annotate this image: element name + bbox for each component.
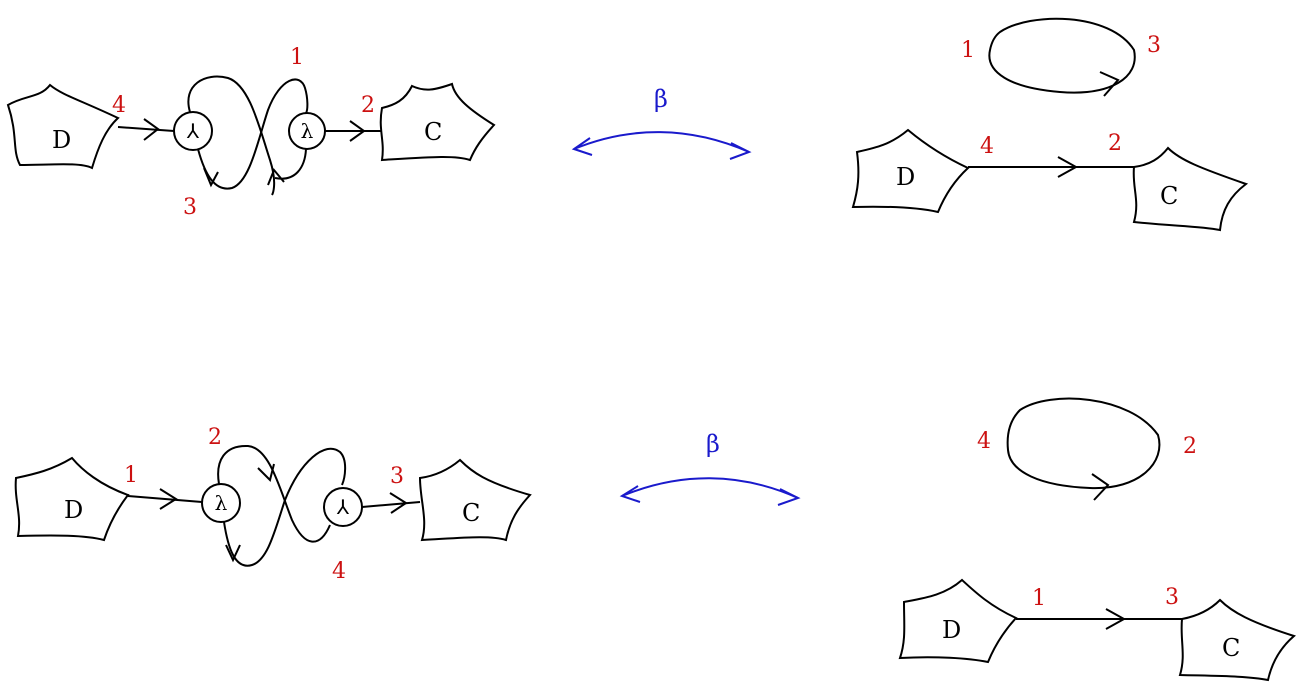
top-right-label-d: D (896, 163, 915, 191)
bottom-left-edge-3 (361, 501, 421, 508)
top-left-strand-2 (197, 78, 309, 190)
top-left-star-d (6, 83, 120, 170)
top-left-strand-3 (274, 148, 307, 180)
top-left-vertex-a (173, 111, 213, 151)
top-right-label-c: C (1160, 182, 1178, 210)
bottom-left-star-d (14, 456, 130, 542)
top-left-arrowhead-3 (203, 167, 219, 188)
bottom-left-diagram: D 1 λ 2 4 ⅄ 3 C (14, 425, 532, 584)
top-right-loop-arrowhead (1099, 71, 1120, 97)
top-left-star-c (379, 82, 496, 162)
bottom-beta-arc (621, 477, 799, 499)
top-left-vertex-a-symbol: ⅄ (186, 119, 200, 143)
bottom-left-label-1: 1 (124, 463, 138, 488)
top-right-label-4: 4 (980, 134, 994, 159)
bottom-left-vertex-a-symbol: λ (215, 491, 228, 515)
top-right-star-d (851, 128, 970, 214)
top-beta-arc (573, 131, 750, 153)
bottom-beta-head-right (777, 488, 801, 506)
bottom-beta-label: β (706, 430, 720, 458)
bottom-right-label-4: 4 (977, 429, 991, 454)
top-left-arrowhead-lower (267, 168, 285, 186)
bottom-left-label-c: C (462, 499, 480, 527)
top-beta-arrow: β (571, 85, 752, 160)
top-left-vertex-b-symbol: λ (301, 119, 314, 143)
top-left-arrowhead-4 (143, 118, 160, 141)
top-left-label-d: D (52, 126, 71, 154)
bottom-left-label-d: D (64, 496, 83, 524)
bottom-right-star-d (898, 578, 1018, 664)
top-left-diagram: D 4 ⅄ 1 3 λ 2 C (6, 45, 496, 220)
bottom-right-star-c (1178, 598, 1296, 682)
top-beta-label: β (654, 85, 668, 113)
bottom-right-diagram: 4 2 D 1 3 C (898, 397, 1296, 682)
top-right-star-c (1132, 146, 1249, 232)
bottom-right-loop (1006, 397, 1161, 490)
bottom-left-vertex-a (201, 483, 241, 523)
top-left-label-2: 2 (361, 93, 375, 118)
top-left-strand-1 (187, 75, 276, 196)
bottom-left-strand-2 (223, 447, 347, 567)
top-right-label-2: 2 (1108, 131, 1122, 156)
top-left-label-1: 1 (290, 45, 304, 70)
top-right-label-1: 1 (961, 38, 975, 63)
bottom-right-label-c: C (1222, 634, 1240, 662)
top-right-diagram: 1 3 D 4 2 C (851, 17, 1249, 232)
top-right-label-3: 3 (1147, 33, 1161, 58)
bottom-left-edge-1 (127, 495, 203, 503)
top-beta-head-left (571, 137, 593, 156)
top-left-label-3: 3 (183, 195, 197, 220)
bottom-right-label-3: 3 (1165, 585, 1179, 610)
top-left-arrowhead-2 (349, 120, 366, 142)
bottom-left-label-3: 3 (390, 464, 404, 489)
bottom-right-label-d: D (942, 616, 961, 644)
bottom-left-star-c (418, 458, 532, 542)
top-left-edge-4 (117, 126, 175, 132)
bottom-beta-arrow: β (619, 430, 801, 506)
bottom-beta-head-left (619, 485, 641, 503)
bottom-right-label-1: 1 (1032, 586, 1046, 611)
bottom-right-edge-arrowhead (1105, 608, 1127, 630)
bottom-left-label-2: 2 (208, 425, 222, 450)
bottom-left-arrowhead-3 (389, 492, 408, 514)
top-right-loop (988, 17, 1136, 94)
bottom-left-strand-1 (217, 444, 331, 543)
bottom-right-label-2: 2 (1183, 434, 1197, 459)
bottom-left-arrowhead-1 (159, 488, 178, 510)
bottom-left-arrowhead-lower (225, 544, 241, 563)
top-left-label-c: C (424, 118, 442, 146)
bottom-left-vertex-b-symbol: ⅄ (336, 495, 350, 519)
bottom-right-loop-arrowhead (1091, 473, 1110, 501)
top-beta-head-right (729, 142, 752, 160)
bottom-left-arrowhead-2 (257, 463, 275, 482)
bottom-left-label-4: 4 (332, 559, 346, 584)
top-right-edge-arrowhead (1057, 156, 1079, 178)
top-left-label-4: 4 (112, 93, 126, 118)
